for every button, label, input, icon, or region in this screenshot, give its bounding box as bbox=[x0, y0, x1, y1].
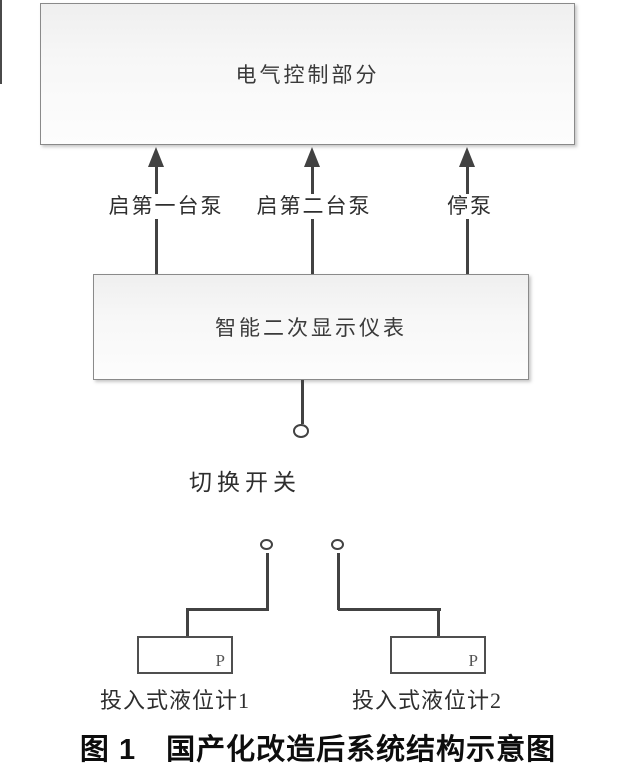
figure-caption: 图 1 国产化改造后系统结构示意图 bbox=[79, 734, 557, 766]
pressure-sensor-label: P bbox=[215, 651, 225, 670]
level-gauge2-box: P bbox=[390, 636, 486, 674]
left-connector-line bbox=[186, 608, 189, 637]
left-connector-line bbox=[186, 608, 269, 611]
left-connector-line bbox=[266, 553, 269, 610]
arrow-up-icon bbox=[304, 147, 320, 167]
electrical-control-label: 电气控制部分 bbox=[235, 63, 380, 87]
right-connector-line bbox=[437, 608, 440, 637]
arrow-up-icon bbox=[459, 147, 475, 167]
switch-contact-circle-icon bbox=[260, 539, 273, 550]
arrow-line bbox=[466, 165, 469, 274]
level-gauge2-caption: 投入式液位计2 bbox=[351, 688, 503, 713]
start-pump2-label: 启第二台泵 bbox=[254, 194, 374, 219]
switch-stem-line bbox=[301, 380, 304, 424]
right-connector-line bbox=[338, 608, 441, 611]
display-instrument-box: 智能二次显示仪表 bbox=[93, 274, 529, 380]
stop-pump-label: 停泵 bbox=[445, 194, 495, 219]
start-pump1-label: 启第一台泵 bbox=[106, 194, 226, 219]
level-gauge1-caption: 投入式液位计1 bbox=[99, 688, 251, 713]
switch-blade-line bbox=[0, 0, 2, 84]
arrow-line bbox=[155, 165, 158, 274]
switch-pivot-circle-icon bbox=[293, 424, 309, 438]
electrical-control-box: 电气控制部分 bbox=[40, 3, 575, 145]
switch-contact-circle-icon bbox=[331, 539, 344, 550]
right-connector-line bbox=[337, 553, 340, 610]
changeover-switch-label: 切换开关 bbox=[189, 470, 301, 495]
arrow-line bbox=[311, 165, 314, 274]
pressure-sensor-label: P bbox=[468, 651, 478, 670]
arrow-up-icon bbox=[148, 147, 164, 167]
display-instrument-label: 智能二次显示仪表 bbox=[215, 316, 407, 340]
level-gauge1-box: P bbox=[137, 636, 233, 674]
